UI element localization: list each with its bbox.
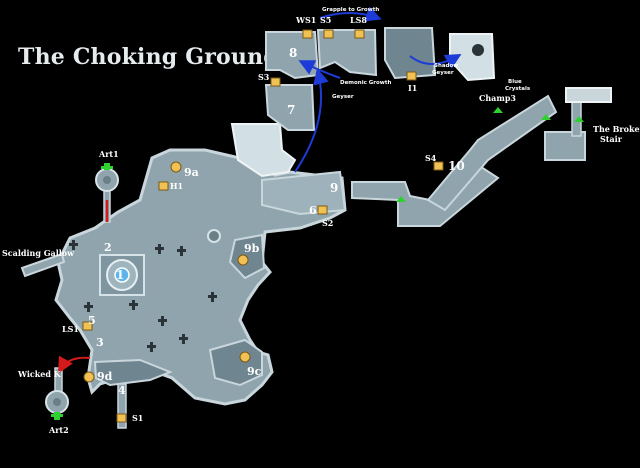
plaza-pillar	[207, 229, 221, 243]
label-broken-stair-2: Stair	[600, 134, 623, 144]
label-zone-10: 10	[448, 159, 465, 173]
label-zone-9c: 9c	[247, 365, 262, 378]
label-s2: S2	[322, 218, 333, 228]
room-i1	[384, 27, 437, 80]
room-9d	[93, 358, 173, 387]
label-zone-3: 3	[96, 336, 104, 349]
label-blue-crystals-2: Crystals	[505, 86, 531, 92]
label-zone-9b: 9b	[244, 242, 260, 255]
room-shadow-void	[472, 44, 484, 56]
grave-cross-icon	[69, 240, 217, 352]
label-zone-4: 4	[118, 384, 126, 397]
route-shadow	[409, 54, 462, 69]
label-ws1: WS1	[295, 15, 316, 25]
label-zone-2: 2	[104, 241, 112, 254]
label-ls8: LS8	[350, 15, 367, 25]
label-zone-5: 5	[88, 314, 96, 327]
label-shadow-geyser-2: Geyser	[432, 70, 454, 76]
label-zone-9a: 9a	[184, 166, 199, 179]
label-blue-crystals-1: Blue	[508, 79, 522, 85]
label-ls1: LS1	[62, 324, 79, 334]
map-title: The Choking Grounds	[18, 44, 292, 70]
label-zone-9d: 9d	[97, 370, 113, 383]
upper-icy-area	[230, 123, 297, 178]
label-zone-9: 9	[330, 181, 338, 195]
zone-10-corridor	[426, 94, 558, 212]
label-broken-stair-1: The Broken	[593, 124, 640, 134]
lore-icon	[83, 161, 251, 383]
label-zone-1: 1	[116, 268, 124, 282]
label-grapple: Grapple to Growth	[322, 7, 379, 13]
scalding-gallow-passage	[20, 252, 66, 278]
label-art1: Art1	[98, 149, 119, 159]
route-geyser	[294, 68, 329, 173]
broken-stair-top	[565, 87, 612, 103]
label-art2: Art2	[48, 425, 69, 435]
label-s4: S4	[425, 153, 437, 163]
label-s5: S5	[320, 15, 331, 25]
room-7	[264, 84, 316, 131]
label-zone-7: 7	[287, 103, 295, 117]
zone-1-plaza	[99, 254, 145, 296]
label-wicked-k: Wicked K	[17, 369, 62, 379]
label-s3: S3	[258, 72, 270, 82]
label-h1: H1	[170, 181, 183, 191]
route-grapple	[319, 6, 382, 22]
label-i1: I1	[408, 83, 417, 93]
label-champ3: Champ3	[479, 93, 516, 103]
label-zone-6: 6	[309, 204, 317, 217]
label-s1: S1	[132, 413, 143, 423]
label-scalding-gallow: Scalding Gallow	[2, 248, 75, 258]
red-route-wicked	[58, 355, 91, 374]
room-9c	[208, 338, 263, 387]
label-demonic-growth: Demonic Growth	[340, 80, 391, 86]
label-geyser: Geyser	[332, 94, 354, 100]
secret-icon	[82, 29, 444, 423]
room-s5-ls8	[316, 29, 378, 77]
exit-arrow-icon	[396, 107, 584, 202]
label-shadow-geyser-1: Shadow	[434, 63, 458, 69]
label-zone-8: 8	[289, 46, 297, 60]
zone-4-passage	[117, 383, 127, 429]
